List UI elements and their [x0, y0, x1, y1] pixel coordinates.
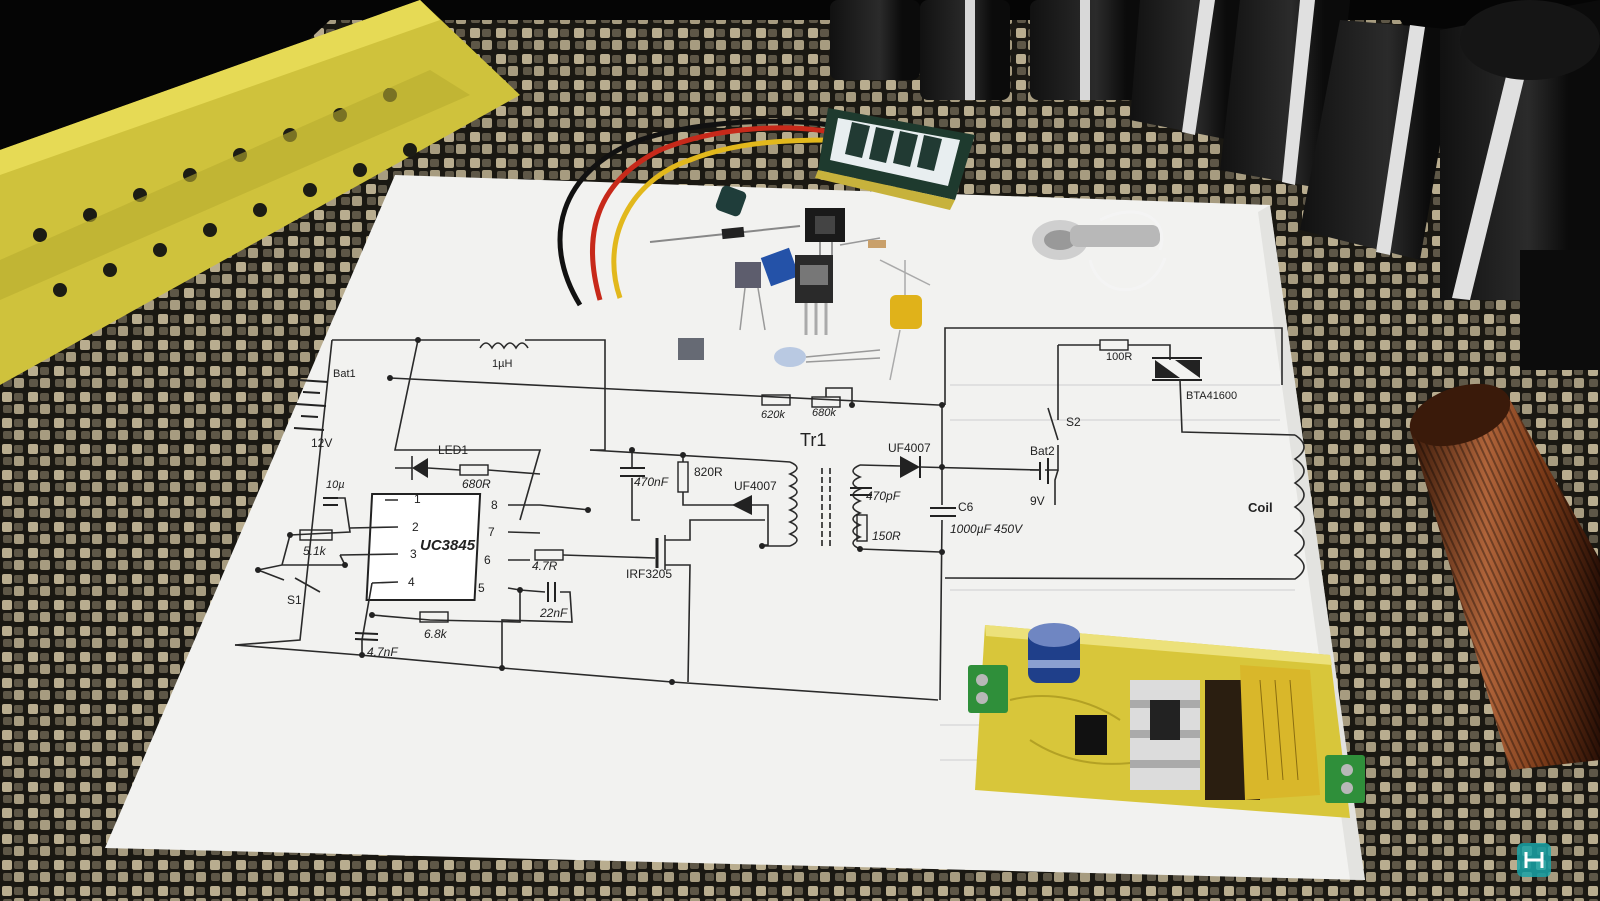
label-irf3205: IRF3205	[626, 567, 672, 581]
ic-pin-1: 1	[414, 492, 421, 506]
label-c6: C6	[958, 500, 974, 514]
label-620k: 620k	[761, 409, 785, 421]
label-bat1: Bat1	[333, 368, 356, 380]
ic-pin-6: 6	[484, 553, 491, 567]
schematic-diagram: Bat1 12V 1µH LED1 680R 10µ 5.1k UC3845 1…	[234, 327, 1305, 701]
spark-gap-part	[1032, 210, 1167, 292]
large-capacitors	[830, 0, 1600, 370]
assembled-pcb	[968, 623, 1365, 818]
label-bat2-voltage: 9V	[1030, 494, 1045, 508]
label-bat2: Bat2	[1030, 444, 1055, 458]
label-150r: 150R	[872, 529, 901, 543]
label-bat1-voltage: 12V	[311, 436, 332, 450]
ic-pin-7: 7	[488, 525, 495, 539]
triac-symbol	[1152, 357, 1296, 436]
label-bta41600: BTA41600	[1186, 390, 1237, 402]
label-s1: S1	[287, 593, 302, 607]
label-coil: Coil	[1248, 500, 1273, 515]
label-470pf: 470pF	[866, 489, 901, 503]
label-led1: LED1	[438, 443, 468, 457]
label-100r: 100R	[1106, 351, 1132, 363]
ic-pin-4: 4	[408, 575, 415, 589]
watermark-logo-icon	[1517, 843, 1551, 877]
label-820r: 820R	[694, 465, 723, 479]
label-uf4007-2: UF4007	[888, 441, 931, 455]
transformer-tr1	[762, 461, 941, 553]
ic-uc3845-body	[365, 493, 482, 601]
battery-indicator-module	[557, 108, 975, 307]
label-22nf: 22nF	[539, 606, 568, 620]
ic-pin-2: 2	[412, 520, 419, 534]
ic-pin-8: 8	[491, 498, 498, 512]
label-uf4007-1: UF4007	[734, 479, 777, 493]
led-symbol	[395, 456, 461, 480]
label-470nf: 470nF	[634, 475, 669, 489]
faint-print-lines	[940, 384, 1330, 761]
loose-components	[649, 185, 931, 381]
ic-pin-3: 3	[410, 547, 417, 561]
label-5k1: 5.1k	[303, 544, 327, 558]
inductor-symbol	[479, 342, 529, 350]
label-10u: 10µ	[326, 479, 345, 491]
copper-coil	[1409, 383, 1600, 770]
label-6k8: 6.8k	[424, 627, 448, 641]
battery-bat1	[293, 379, 329, 431]
label-4n7: 4.7nF	[367, 645, 398, 659]
coil-symbol	[944, 434, 1305, 580]
mosfet-symbol	[655, 519, 765, 683]
label-680r: 680R	[462, 477, 491, 491]
label-s2: S2	[1066, 415, 1081, 429]
label-tr1: Tr1	[800, 430, 826, 450]
label-680k: 680k	[812, 407, 836, 419]
label-4r7: 4.7R	[532, 559, 558, 573]
label-c6-value: 1000µF 450V	[950, 522, 1023, 536]
bare-pcb-strip	[0, 0, 520, 385]
ic-pin-5: 5	[478, 581, 485, 595]
label-uc3845: UC3845	[420, 537, 476, 554]
label-inductor: 1µH	[492, 358, 512, 370]
